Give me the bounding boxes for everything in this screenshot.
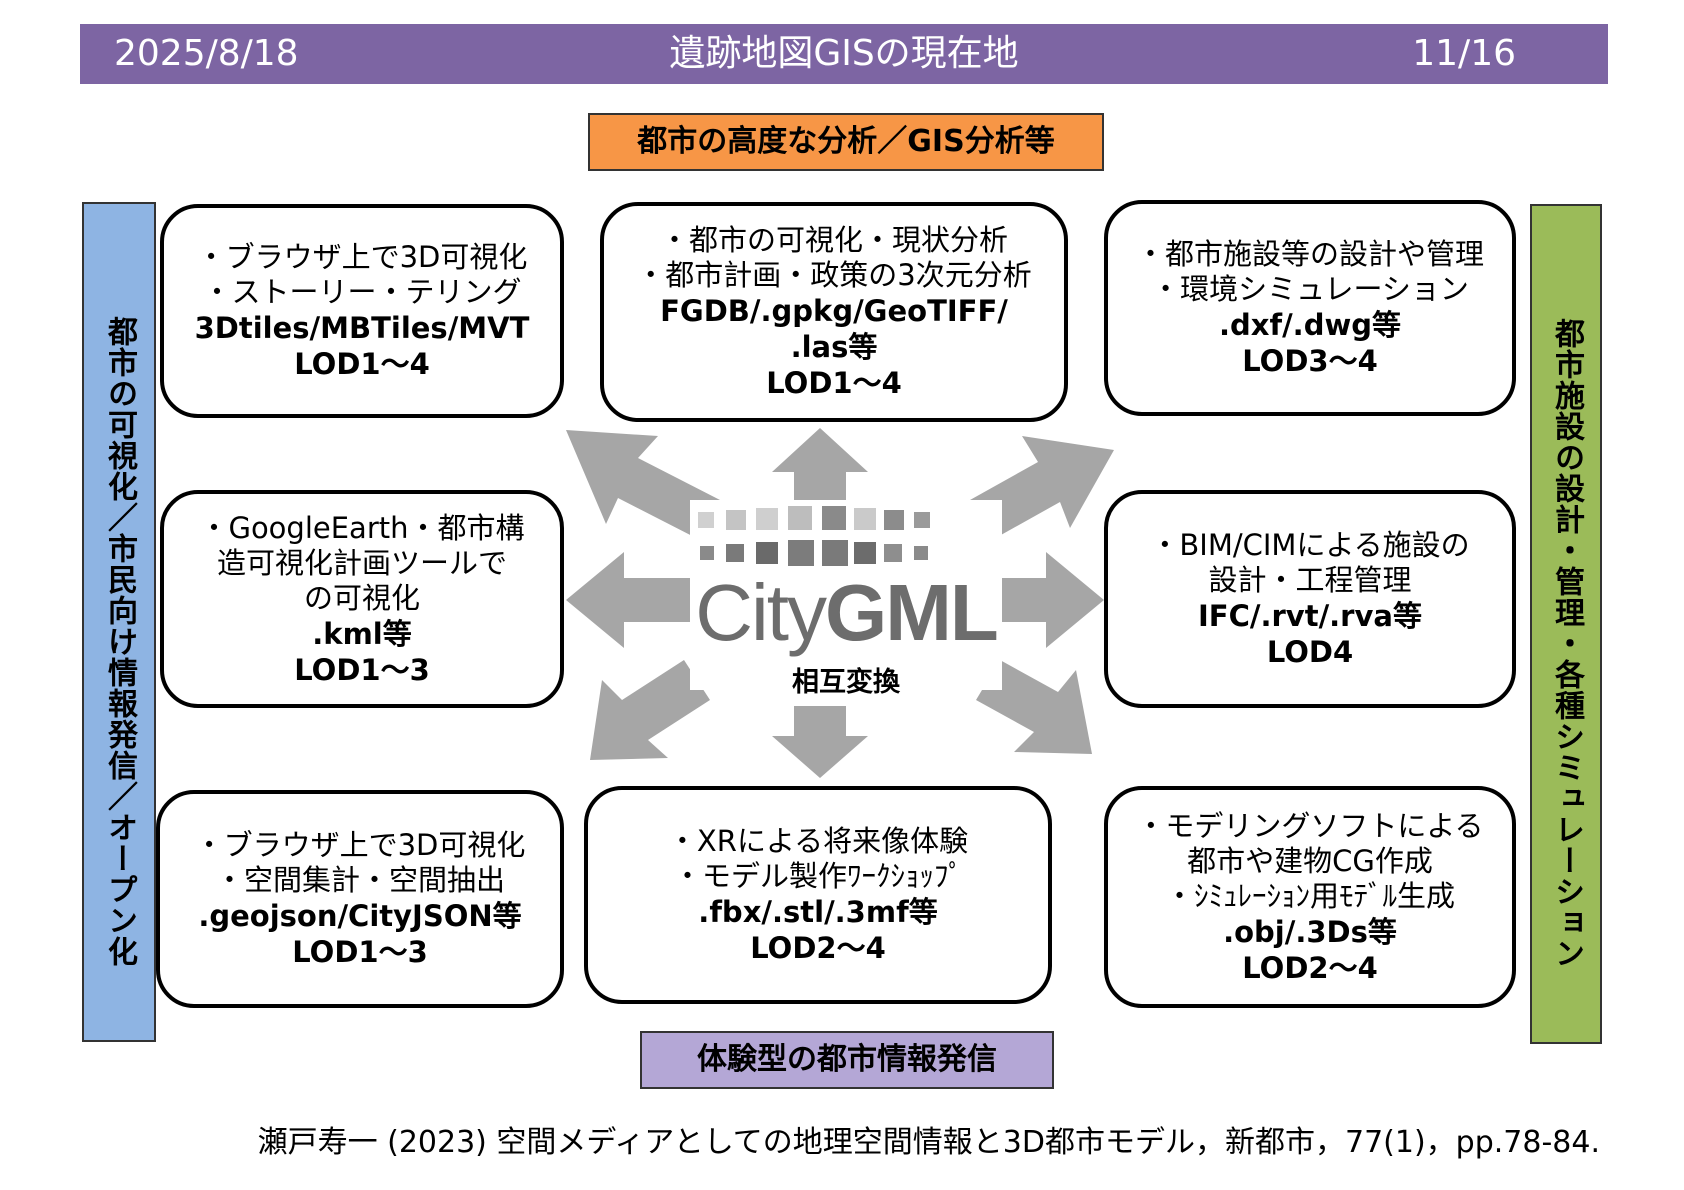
slide-date: 2025/8/18 (114, 33, 299, 74)
arrow-up-left (566, 430, 720, 540)
box-format: .dxf/.dwg等 (1218, 308, 1401, 342)
box-line: ・GoogleEarth・都市構 (199, 510, 525, 545)
top-category-label: 都市の高度な分析／GIS分析等 (588, 113, 1104, 171)
box-line: ・都市施設等の設計や管理 (1135, 237, 1484, 271)
box-lod: LOD1～4 (294, 347, 430, 381)
citygml-logo (690, 500, 1002, 690)
box-lod: LOD2～4 (1242, 950, 1378, 985)
right-category-label: 都市施設の設計・管理・各種シミュレーション (1549, 318, 1584, 969)
box-line: ・BIM/CIMによる施設の (1150, 528, 1470, 562)
box-line: ・ブラウザ上で3D可視化 (194, 828, 526, 862)
box-line: 造可視化計画ツールで (216, 545, 507, 580)
box-line: ・モデル製作ﾜｰｸｼｮｯﾌﾟ (672, 859, 963, 893)
box-lod: LOD1～4 (766, 366, 902, 400)
box-bottom-left: ・ブラウザ上で3D可視化 ・空間集計・空間抽出 .geojson/CityJSO… (156, 790, 564, 1008)
box-top-left: ・ブラウザ上で3D可視化 ・ストーリー・テリング 3Dtiles/MBTiles… (160, 204, 564, 418)
pixel-grid-icon (698, 506, 930, 566)
box-lod: LOD2～4 (750, 931, 886, 965)
slide-page-number: 11/16 (1412, 33, 1516, 74)
citation: 瀬戸寿一 (2023) 空間メディアとしての地理空間情報と3D都市モデル，新都市… (257, 1125, 1600, 1160)
box-lod: LOD4 (1266, 635, 1354, 669)
arrow-down-right (976, 660, 1092, 754)
box-format: .obj/.3Ds等 (1223, 914, 1397, 949)
arrow-down (772, 706, 868, 778)
arrow-down-left (590, 660, 710, 760)
slide-header: 2025/8/18 遺跡地図GISの現在地 11/16 (80, 24, 1608, 84)
box-line: ・XRによる将来像体験 (667, 824, 969, 858)
box-lod: LOD1～3 (292, 935, 428, 969)
box-line: ・都市計画・政策の3次元分析 (636, 258, 1032, 292)
box-format: .fbx/.stl/.3mf等 (698, 895, 938, 929)
box-line: の可視化 (303, 580, 420, 615)
center-caption: 相互変換 (792, 667, 900, 698)
box-format: .geojson/CityJSON等 (198, 899, 522, 933)
arrow-right (990, 552, 1104, 648)
box-top-center: ・都市の可視化・現状分析 ・都市計画・政策の3次元分析 FGDB/.gpkg/G… (600, 202, 1068, 422)
wordmark-gml: GML (825, 568, 999, 657)
box-format: .kml等 (312, 616, 412, 651)
arrow-up-right (970, 436, 1114, 540)
left-category-bar: 都市の可視化／市民向け情報発信／オープン化 (82, 202, 156, 1042)
box-bottom-right: ・モデリングソフトによる 都市や建物CG作成 ・ｼﾐｭﾚｰｼｮﾝ用ﾓﾃﾞﾙ生成 … (1104, 786, 1516, 1008)
citygml-wordmark: CityGML (690, 568, 1002, 658)
box-format: FGDB/.gpkg/GeoTIFF/ (660, 294, 1008, 328)
box-top-right: ・都市施設等の設計や管理 ・環境シミュレーション .dxf/.dwg等 LOD3… (1104, 200, 1516, 416)
box-line: 設計・工程管理 (1208, 563, 1412, 597)
wordmark-city: City (695, 568, 827, 657)
box-line: ・ストーリー・テリング (202, 275, 522, 309)
box-line: ・環境シミュレーション (1151, 272, 1469, 306)
box-lod: LOD1～3 (294, 652, 430, 687)
right-category-bar: 都市施設の設計・管理・各種シミュレーション (1530, 204, 1602, 1044)
box-line: ・ｼﾐｭﾚｰｼｮﾝ用ﾓﾃﾞﾙ生成 (1164, 878, 1455, 913)
box-mid-left: ・GoogleEarth・都市構 造可視化計画ツールで の可視化 .kml等 L… (160, 490, 564, 708)
box-format: 3Dtiles/MBTiles/MVT (194, 311, 530, 345)
box-bottom-center: ・XRによる将来像体験 ・モデル製作ﾜｰｸｼｮｯﾌﾟ .fbx/.stl/.3m… (584, 786, 1052, 1004)
box-line: ・モデリングソフトによる (1136, 808, 1484, 843)
box-format: IFC/.rvt/.rva等 (1198, 599, 1422, 633)
box-mid-right: ・BIM/CIMによる施設の 設計・工程管理 IFC/.rvt/.rva等 LO… (1104, 490, 1516, 708)
arrow-up (772, 428, 868, 500)
arrow-left (566, 552, 690, 648)
box-line: ・ブラウザ上で3D可視化 (196, 240, 528, 274)
bottom-category-label: 体験型の都市情報発信 (640, 1031, 1054, 1089)
left-category-label: 都市の可視化／市民向け情報発信／オープン化 (102, 316, 137, 967)
box-lod: LOD3～4 (1242, 344, 1378, 378)
box-line: ・都市の可視化・現状分析 (659, 223, 1008, 257)
slide-title: 遺跡地図GISの現在地 (669, 33, 1019, 74)
box-line: ・空間集計・空間抽出 (214, 863, 505, 897)
box-line: 都市や建物CG作成 (1187, 843, 1433, 878)
box-format: .las等 (790, 330, 878, 364)
